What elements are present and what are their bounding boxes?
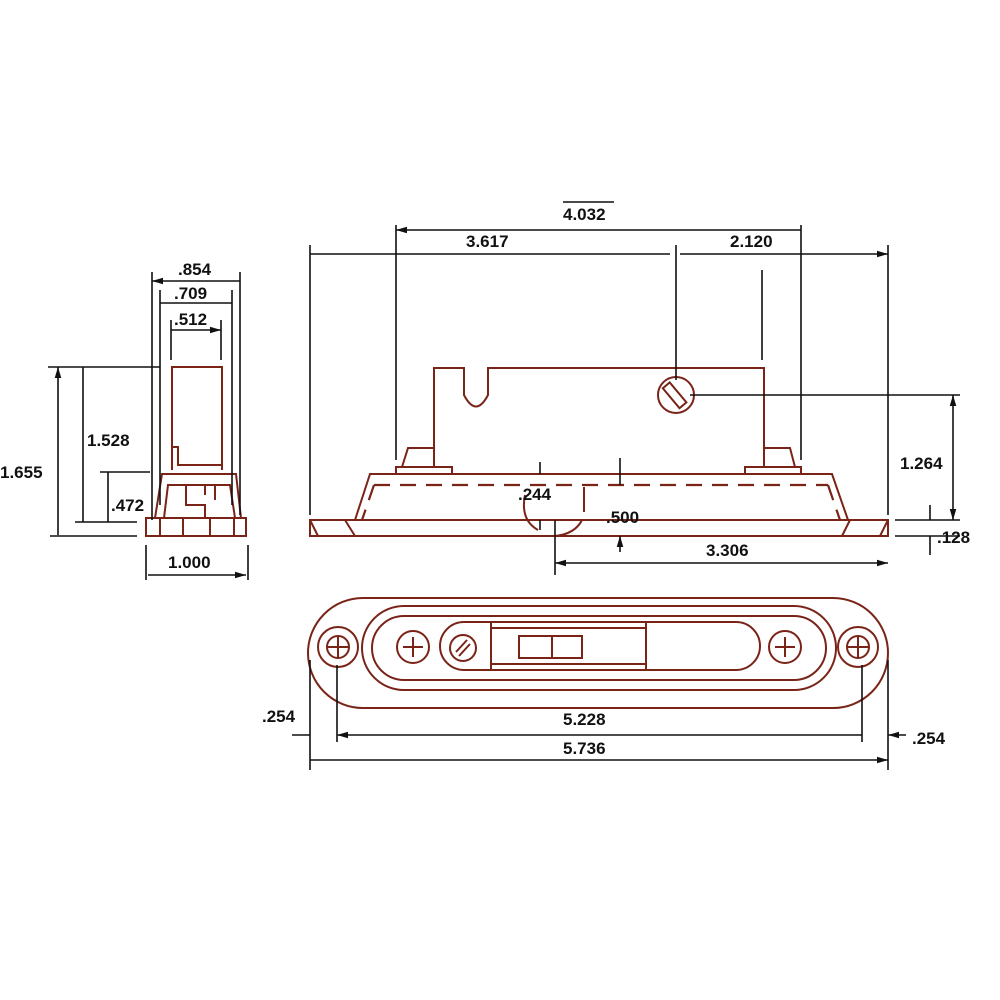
mount-hole-left (317, 626, 359, 668)
mount-hole-right (837, 626, 879, 668)
dim-5736: 5.736 (563, 739, 606, 758)
dim-472: .472 (111, 496, 144, 515)
dim-854: .854 (178, 260, 212, 279)
dim-1000: 1.000 (168, 553, 211, 572)
dim-254-right: .254 (912, 729, 946, 748)
dim-500: .500 (606, 508, 639, 527)
dim-244: .244 (518, 485, 552, 504)
slotted-screw-icon (449, 634, 477, 662)
front-view: 4.032 3.617 2.120 1.264 .128 .244 .500 3… (309, 201, 970, 575)
dim-4032: 4.032 (563, 205, 606, 224)
side-view: .854 .709 .512 1.655 1.528 .472 1.000 (0, 260, 248, 580)
dim-2120: 2.120 (730, 232, 773, 251)
dim-1655: 1.655 (0, 463, 43, 482)
bottom-view-dimensions: 5.228 5.736 .254 .254 (262, 660, 946, 770)
bottom-view: 5.228 5.736 .254 .254 (262, 597, 946, 770)
phillips-screw-icon (768, 630, 802, 664)
dim-512: .512 (174, 310, 207, 329)
side-view-part (145, 366, 247, 537)
dim-1264: 1.264 (900, 454, 943, 473)
dim-1528: 1.528 (87, 431, 130, 450)
dim-3617: 3.617 (466, 232, 509, 251)
side-view-dimensions: .854 .709 .512 1.655 1.528 .472 1.000 (0, 260, 248, 580)
dim-3306: 3.306 (706, 541, 749, 560)
front-view-dimensions: 4.032 3.617 2.120 1.264 .128 .244 .500 3… (309, 201, 970, 575)
phillips-screw-icon (396, 630, 430, 664)
dim-709: .709 (174, 284, 207, 303)
dim-128: .128 (937, 528, 970, 547)
dim-254-left: .254 (262, 707, 296, 726)
bottom-view-part (307, 597, 889, 709)
dim-5228: 5.228 (563, 710, 606, 729)
